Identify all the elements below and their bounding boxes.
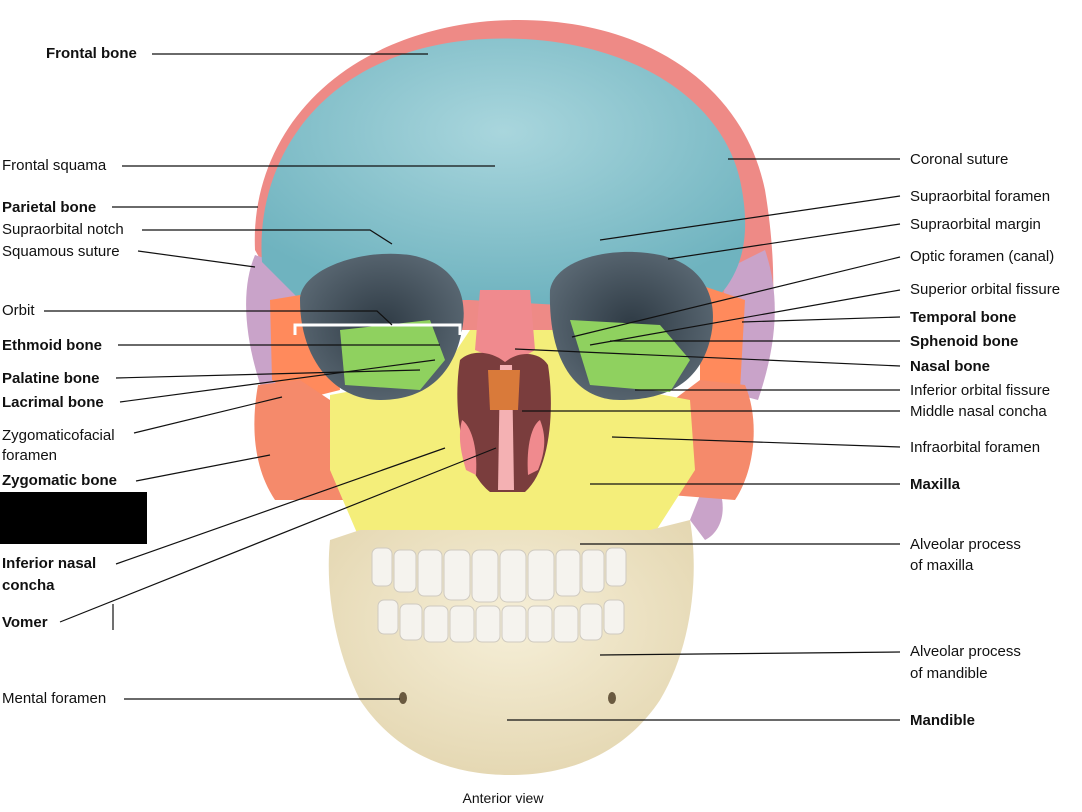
- leader-left-zygomatic-bone: [135, 454, 271, 482]
- ethmoid-plate-left-shape: [340, 320, 445, 390]
- mental-foramen-right-shape: [608, 692, 616, 704]
- ethmoid-plate-right-shape: [570, 320, 690, 392]
- leader-right-supraorbital-foramen: [599, 195, 901, 241]
- label-right-of-mandible: of mandible: [910, 665, 988, 682]
- label-left-squamous-suture: Squamous suture: [2, 243, 120, 260]
- label-right-superior-orbital-fissure: Superior orbital fissure: [910, 281, 1061, 298]
- middle-concha-shape: [488, 370, 520, 410]
- leader-right-nasal-bone: [514, 348, 901, 367]
- orbit-bracket: [293, 323, 462, 335]
- label-right-alveolar-process: Alveolar process: [910, 643, 1021, 660]
- label-left-supraorbital-notch: Supraorbital notch: [2, 221, 124, 238]
- leader-right-superior-orbital-fissure: [589, 289, 901, 346]
- leader-left-lacrimal-bone: [119, 359, 436, 403]
- label-right-sphenoid-bone: Sphenoid bone: [910, 333, 1019, 350]
- label-right-nasal-bone: Nasal bone: [910, 358, 991, 375]
- label-left-frontal-bone: Frontal bone: [46, 45, 137, 62]
- label-right-supraorbital-margin: Supraorbital margin: [910, 216, 1041, 233]
- leader-right-temporal-bone: [741, 316, 901, 323]
- inferior-concha-right-shape: [527, 420, 545, 475]
- label-right-alveolar-process: Alveolar process: [910, 536, 1021, 553]
- label-right-maxilla: Maxilla: [910, 476, 961, 493]
- label-left-foramen: foramen: [2, 447, 58, 464]
- label-right-supraorbital-foramen: Supraorbital foramen: [910, 188, 1051, 205]
- label-left-palatine-bone: Palatine bone: [2, 370, 100, 387]
- label-left-mental-foramen: Mental foramen: [2, 690, 107, 707]
- leader-right-infraorbital-foramen: [611, 436, 901, 448]
- nasal-bone-shape: [475, 290, 535, 365]
- caption: Anterior view: [0, 790, 1082, 806]
- label-left-zygomatic-bone: Zygomatic bone: [2, 472, 118, 489]
- label-left-ethmoid-bone: Ethmoid bone: [2, 337, 102, 354]
- label-left-orbit: Orbit: [2, 302, 35, 319]
- teeth-group: [371, 547, 627, 643]
- label-left-inferior-nasal: Inferior nasal: [2, 555, 97, 572]
- redaction-box: [0, 492, 147, 544]
- label-right-temporal-bone: Temporal bone: [910, 309, 1017, 326]
- label-right-inferior-orbital-fissure: Inferior orbital fissure: [910, 382, 1051, 399]
- leader-left-inferior-nasal: [115, 447, 446, 565]
- label-left-zygomaticofacial: Zygomaticofacial: [2, 427, 115, 444]
- label-right-coronal-suture: Coronal suture: [910, 151, 1009, 168]
- label-left-frontal-squama: Frontal squama: [2, 157, 107, 174]
- label-left-vomer: Vomer: [2, 614, 48, 631]
- label-left-concha: concha: [2, 577, 55, 594]
- label-right-mandible: Mandible: [910, 712, 976, 729]
- leader-left-palatine-bone: [115, 369, 421, 379]
- leader-right-alveolar-process: [599, 651, 901, 656]
- label-right-middle-nasal-concha: Middle nasal concha: [910, 403, 1047, 420]
- leader-right-optic-foramen-canal: [571, 256, 901, 338]
- label-right-infraorbital-foramen: Infraorbital foramen: [910, 439, 1041, 456]
- leader-lines: [44, 53, 901, 721]
- mental-foramen-left-shape: [399, 692, 407, 704]
- leader-left-zygomaticofacial: [133, 396, 283, 434]
- leader-left-vomer: [59, 447, 497, 623]
- label-left-parietal-bone: Parietal bone: [2, 199, 97, 216]
- caption-text: Anterior view: [462, 790, 544, 806]
- leader-left-orbit: [44, 310, 393, 326]
- label-right-of-maxilla: of maxilla: [910, 557, 974, 574]
- leader-right-supraorbital-margin: [667, 223, 901, 260]
- label-left-lacrimal-bone: Lacrimal bone: [2, 394, 104, 411]
- leader-left-squamous-suture: [137, 250, 256, 268]
- leader-left-supraorbital-notch: [142, 229, 393, 245]
- label-right-optic-foramen-canal: Optic foramen (canal): [910, 248, 1055, 265]
